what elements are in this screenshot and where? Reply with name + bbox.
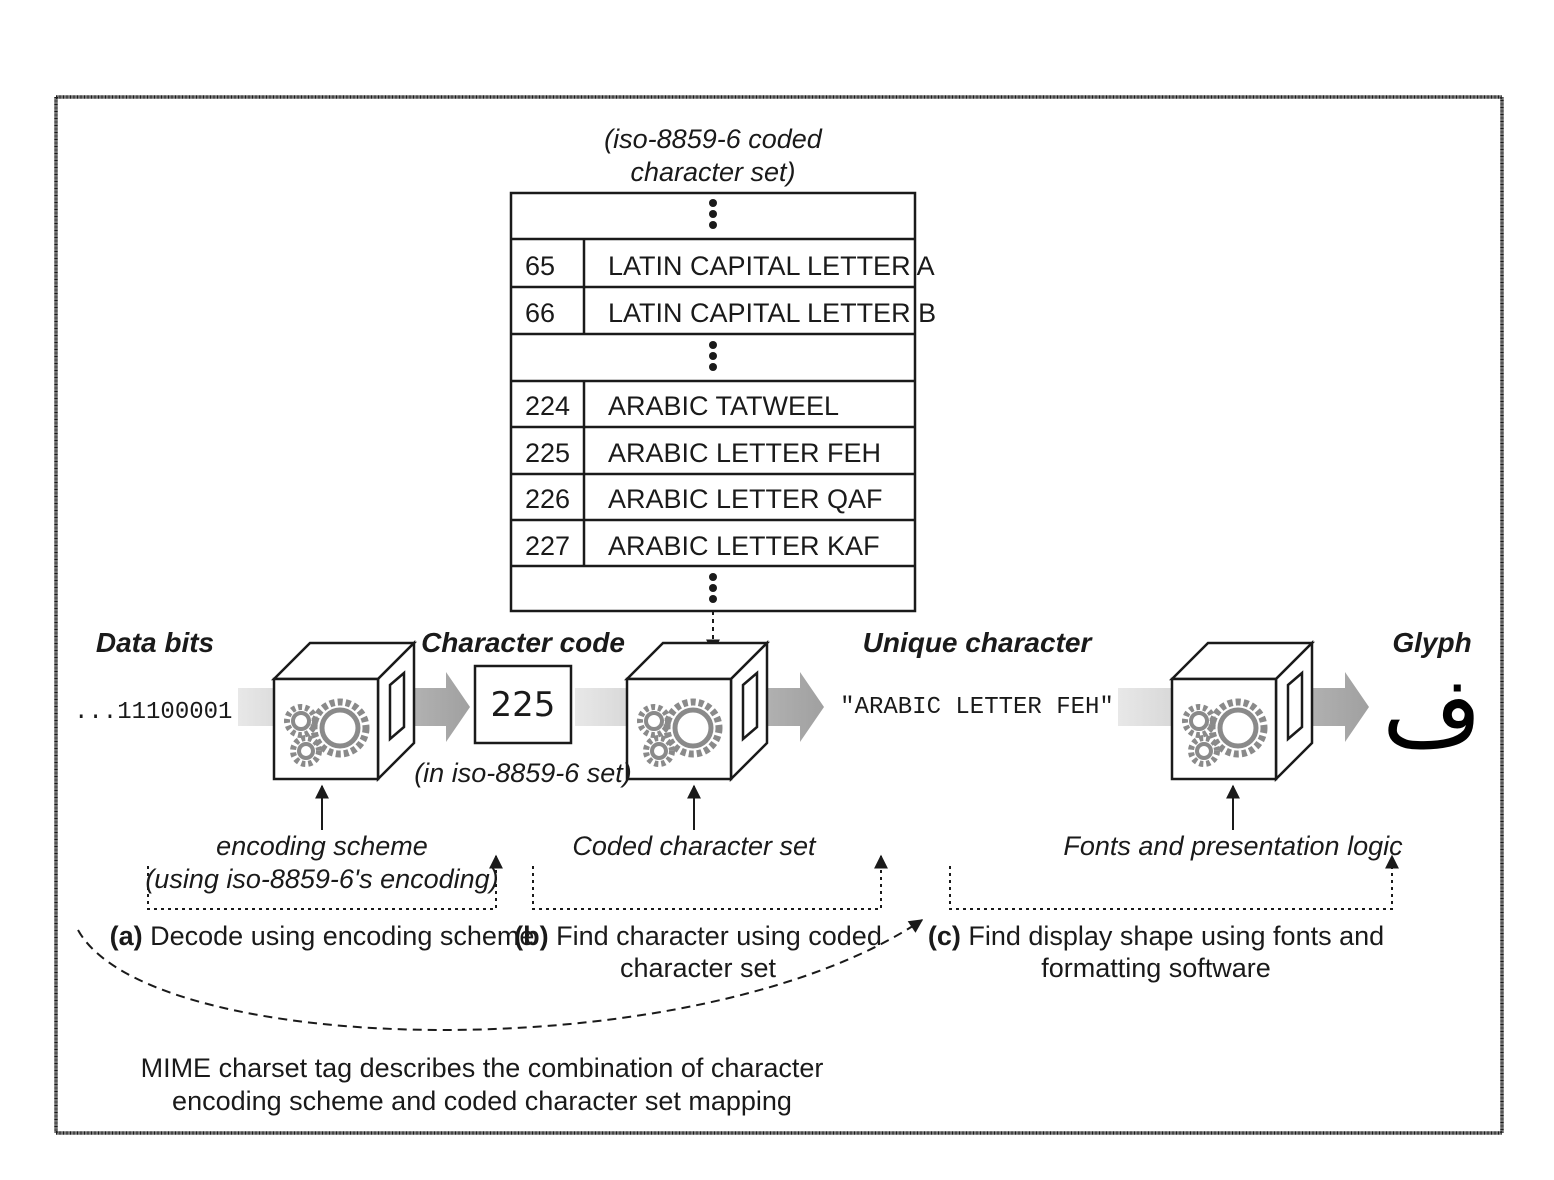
fonts-logic-label: Fonts and presentation logic [1063, 831, 1403, 861]
unique-character-value: "ARABIC LETTER FEH" [840, 694, 1114, 721]
table-row-name: ARABIC LETTER FEH [608, 438, 881, 468]
step-b-bracket [532, 854, 888, 910]
step-b-label-line2: character set [620, 953, 777, 983]
step-c-bracket [949, 854, 1399, 910]
glyph-value: ف [1382, 656, 1482, 768]
table-row-code: 65 [525, 251, 555, 281]
data-bits-heading: Data bits [96, 627, 214, 658]
coded-character-set-label: Coded character set [572, 831, 817, 861]
glyph-heading: Glyph [1392, 627, 1471, 658]
table-row-code: 227 [525, 531, 570, 561]
encoding-scheme-label: encoding scheme [216, 831, 428, 861]
step-c-label-line2: formatting software [1041, 953, 1271, 983]
decoder-box [274, 643, 414, 779]
step-a-label: (a) Decode using encoding scheme [110, 921, 535, 951]
ellipsis-icon [709, 573, 717, 603]
unique-character-heading: Unique character [863, 627, 1094, 658]
step-b-label: (b) Find character using coded [514, 921, 882, 951]
table-caption-line2: character set) [630, 157, 795, 187]
decoder-box [1172, 643, 1312, 779]
mime-charset-arrow [77, 919, 924, 1031]
character-code-value: 225 [491, 685, 556, 725]
data-bits-value: ...11100001 [74, 699, 232, 726]
table-row-code: 226 [525, 484, 570, 514]
footer-caption: MIME charset tag describes the combinati… [141, 1053, 824, 1083]
ellipsis-icon [709, 199, 717, 229]
character-code-note: (in iso-8859-6 set) [414, 758, 632, 788]
ellipsis-icon [709, 341, 717, 371]
outer-frame [54, 95, 1504, 1135]
step-c-label: (c) Find display shape using fonts and [928, 921, 1384, 951]
table-caption-line1: (iso-8859-6 coded [604, 124, 823, 154]
table-row-name: LATIN CAPITAL LETTER B [608, 298, 936, 328]
coded-character-set-table: 65 LATIN CAPITAL LETTER A 66 LATIN CAPIT… [509, 191, 936, 613]
step-a-bracket [147, 854, 503, 910]
table-row-name: ARABIC TATWEEL [608, 391, 839, 421]
character-code-heading: Character code [421, 627, 625, 658]
table-row-code: 224 [525, 391, 570, 421]
table-row-name: ARABIC LETTER QAF [608, 484, 883, 514]
encoding-scheme-label: (using iso-8859-6's encoding) [145, 864, 498, 894]
decoder-box [627, 643, 767, 779]
table-row-name: ARABIC LETTER KAF [608, 531, 880, 561]
table-row-code: 66 [525, 298, 555, 328]
footer-caption: encoding scheme and coded character set … [172, 1086, 792, 1116]
character-code-box [473, 664, 573, 745]
table-row-code: 225 [525, 438, 570, 468]
table-row-name: LATIN CAPITAL LETTER A [608, 251, 935, 281]
